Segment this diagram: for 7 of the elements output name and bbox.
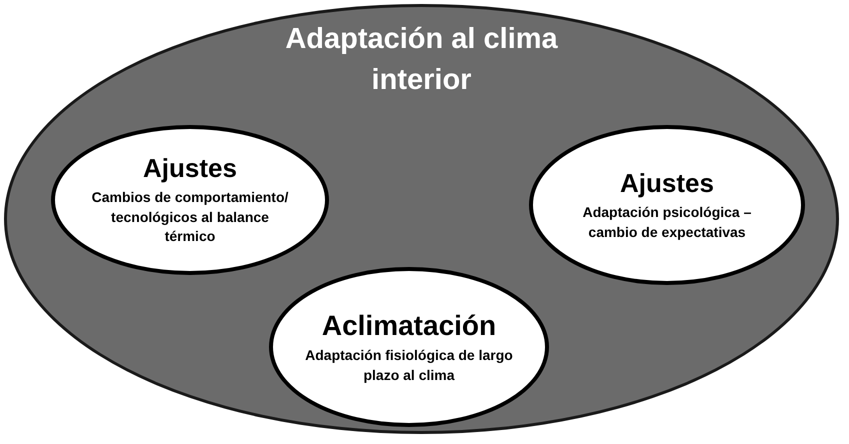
- node-description: Adaptación fisiológica de largo plazo al clima: [304, 346, 514, 385]
- node-heading: Ajustes: [143, 153, 237, 184]
- diagram-heading: Adaptación al clima interior: [284, 22, 559, 98]
- node-description: Cambios de comportamiento/ tecnológicos al balance térmico: [90, 188, 290, 246]
- node-heading: Aclimatación: [322, 308, 496, 342]
- node-description: Adaptación psicológica – cambio de expectativas: [582, 203, 752, 242]
- node-heading: Ajustes: [620, 168, 714, 199]
